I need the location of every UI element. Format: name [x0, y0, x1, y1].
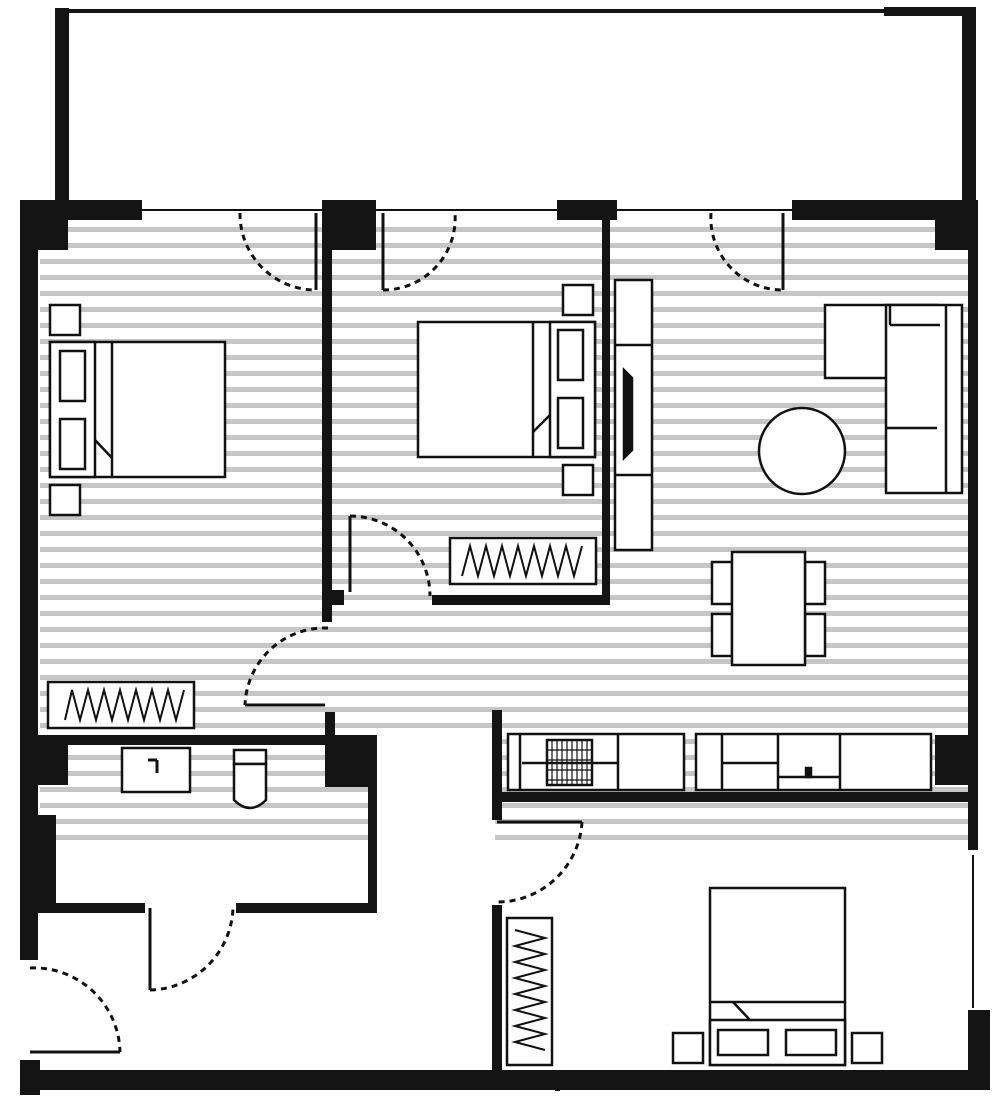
tv-unit [613, 278, 654, 552]
wardrobe [46, 680, 196, 730]
living-room-furniture [613, 278, 964, 667]
wardrobe [448, 536, 598, 586]
bedroom-1-furniture [46, 303, 227, 730]
bedroom-2-furniture [416, 283, 598, 586]
walls [20, 200, 990, 1095]
double-bed [416, 320, 597, 459]
bathroom-fixtures [120, 746, 268, 810]
balcony-door-3 [709, 212, 785, 292]
toilet [232, 748, 268, 810]
nightstand [561, 283, 595, 317]
coffee-table [757, 406, 847, 496]
corner-sofa [823, 303, 964, 495]
wardrobe [505, 916, 554, 1067]
bathroom-door [148, 907, 235, 992]
windows [142, 209, 974, 1091]
balcony-door-2 [381, 212, 457, 292]
kitchen-counter [506, 732, 933, 792]
double-bed [708, 886, 847, 1067]
washbasin [120, 746, 192, 794]
doors [29, 212, 785, 1054]
bedroom-2-door [348, 514, 432, 597]
nightstand [850, 1031, 884, 1065]
balcony-door-1 [238, 212, 318, 292]
nightstand [561, 463, 595, 497]
bedroom-3-door [496, 820, 584, 904]
nightstand [671, 1031, 705, 1065]
dining-set [710, 550, 827, 667]
sink-tap [804, 766, 813, 779]
nightstand [48, 483, 82, 517]
bedroom-1-door [243, 626, 329, 707]
entrance-door [29, 966, 122, 1054]
nightstand [48, 303, 82, 337]
balcony [55, 7, 976, 213]
double-bed [48, 340, 227, 479]
bedroom-3-furniture [505, 886, 884, 1067]
